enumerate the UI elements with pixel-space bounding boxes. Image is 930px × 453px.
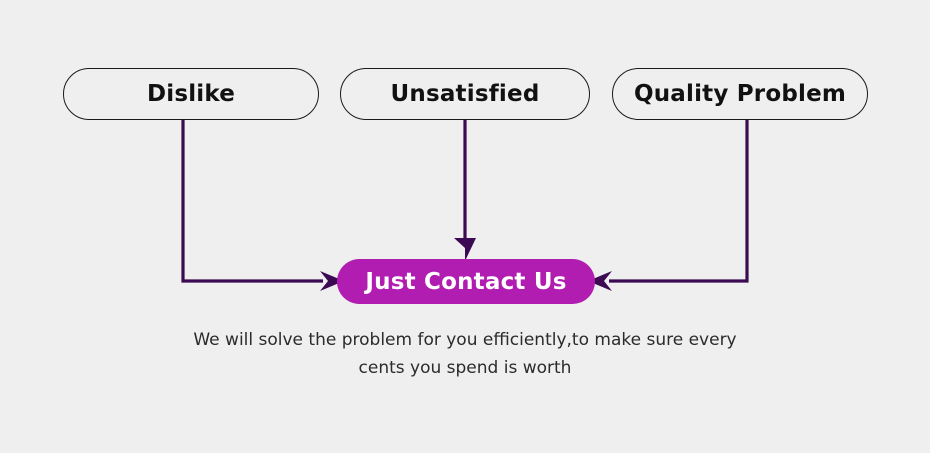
just-contact-us-button[interactable]: Just Contact Us <box>337 259 595 304</box>
caption-text: We will solve the problem for you effici… <box>0 326 930 382</box>
reason-label-dislike: Dislike <box>146 81 236 107</box>
reason-box-dislike[interactable]: Dislike <box>63 68 319 120</box>
connector-dislike-path <box>181 119 323 283</box>
arrowhead-down-icon <box>454 238 476 261</box>
connector-quality-to-cta <box>588 119 749 291</box>
connector-quality-path <box>609 119 749 283</box>
reason-label-quality-problem: Quality Problem <box>633 81 847 107</box>
connector-unsatisfied-to-cta <box>454 119 476 261</box>
caption-line-1: We will solve the problem for you effici… <box>193 330 737 350</box>
caption-line-2: cents you spend is worth <box>358 358 572 378</box>
just-contact-us-label: Just Contact Us <box>365 268 567 295</box>
reason-box-unsatisfied[interactable]: Unsatisfied <box>340 68 590 120</box>
connector-dislike-to-cta <box>181 119 344 291</box>
reason-label-unsatisfied: Unsatisfied <box>390 81 540 107</box>
reason-box-quality-problem[interactable]: Quality Problem <box>612 68 868 120</box>
